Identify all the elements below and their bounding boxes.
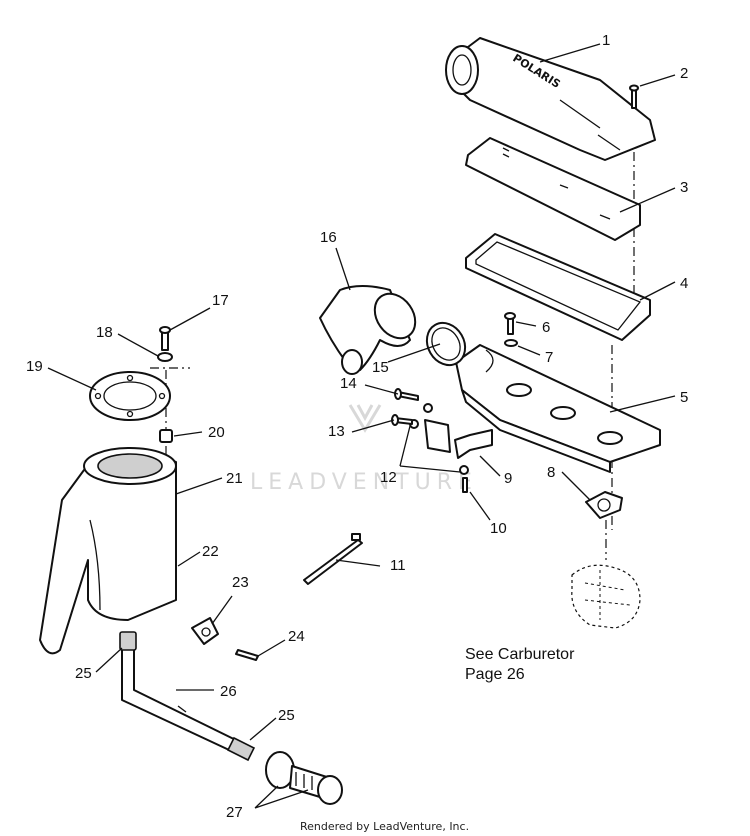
drain-plug[interactable] [265,751,343,805]
callout-9: 9 [504,470,512,487]
callout-3: 3 [680,179,688,196]
callout-15: 15 [372,359,389,376]
cable-tie[interactable] [303,533,363,585]
air-box-base[interactable] [455,344,661,473]
callout-20: 20 [208,424,225,441]
callout-23: 23 [232,574,249,591]
intake-silencer[interactable] [39,447,177,655]
footer-credit: Rendered by LeadVenture, Inc. [300,820,469,833]
bracket[interactable] [424,419,493,459]
air-box-cover[interactable]: POLARIS [445,37,656,161]
carburetor-outline [571,564,641,629]
note-line-1: See Carburetor [465,646,575,663]
callout-18: 18 [96,324,113,341]
callout-4: 4 [680,275,688,292]
callout-17: 17 [212,292,229,309]
hose-clamp[interactable] [419,316,472,372]
callout-1: 1 [602,32,610,49]
clip-23[interactable] [191,617,219,645]
callout-14: 14 [340,375,357,392]
air-filter[interactable] [465,137,641,241]
callout-21: 21 [226,470,243,487]
callout-7: 7 [545,349,553,366]
callout-12: 12 [380,469,397,486]
bolt-14[interactable] [394,388,419,401]
pin-24[interactable] [235,649,259,661]
callout-6: 6 [542,319,550,336]
screw-2[interactable] [629,84,639,109]
drain-hose[interactable] [119,631,256,762]
callout-5: 5 [680,389,688,406]
screw-10[interactable] [462,477,468,493]
flange-gasket[interactable] [585,491,623,519]
callout-10: 10 [490,520,507,537]
note-line-2: Page 26 [465,666,525,683]
washer-7[interactable] [504,339,518,347]
leader-lines [47,43,676,809]
callout-25a: 25 [75,665,92,682]
callout-13: 13 [328,423,345,440]
air-box-gasket[interactable] [465,233,651,341]
flange-ring[interactable] [89,371,171,421]
screw-17[interactable] [159,326,171,351]
watermark: LEADVENTURE [250,404,478,495]
callout-25b: 25 [278,707,295,724]
callout-19: 19 [26,358,43,375]
callout-labels: 1 2 3 4 5 6 7 8 9 10 11 12 13 14 15 16 1… [26,32,688,821]
callout-2: 2 [680,65,688,82]
callout-22: 22 [202,543,219,560]
callout-8: 8 [547,464,555,481]
callout-11: 11 [390,557,406,574]
intake-elbow[interactable] [319,285,424,375]
washer-18[interactable] [157,352,173,362]
watermark-text: LEADVENTURE [250,470,478,495]
callout-26: 26 [220,683,237,700]
center-line-left [150,367,190,470]
callout-16: 16 [320,229,337,246]
nuts-12[interactable] [409,403,469,475]
bolt-13[interactable] [391,414,413,426]
callout-27: 27 [226,804,243,821]
carburetor-note: See Carburetor Page 26 [465,646,575,683]
grommet-20[interactable] [159,429,173,443]
callout-24: 24 [288,628,305,645]
screw-6[interactable] [504,312,516,335]
